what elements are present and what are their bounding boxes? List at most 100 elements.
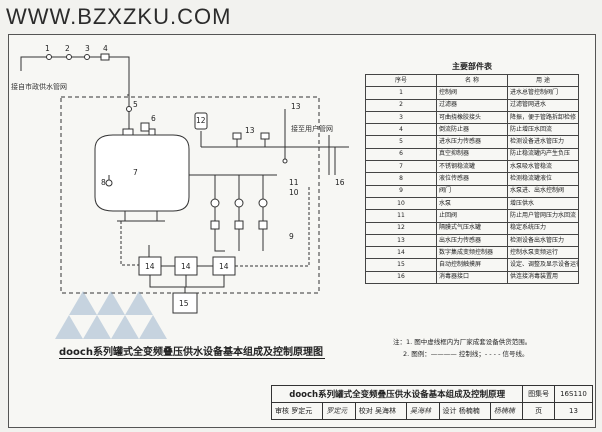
callout-3: 3 <box>85 44 90 53</box>
parts-table-title: 主要部件表 <box>452 62 492 71</box>
cell-use: 水泵吸水管稳流 <box>507 160 579 174</box>
cell-use: 设定、调整及显示设备运行参数 <box>507 258 579 272</box>
diagram-caption: dooch系列罐式全变频叠压供水设备基本组成及控制原理图 <box>59 347 323 358</box>
cell-no: 13 <box>365 233 437 248</box>
cell-use: 检测稳流罐液位 <box>507 172 579 186</box>
cell-use: 水泵进、出水控制阀 <box>507 184 579 198</box>
check-signature: 吴海林 <box>406 402 440 420</box>
user-label: 接至用户管网 <box>291 124 333 133</box>
cell-name: 数字集成变频控制器 <box>436 246 508 260</box>
callout-12: 12 <box>196 116 206 125</box>
page-label: 页 <box>522 402 555 420</box>
callout-1: 1 <box>45 44 50 53</box>
cell-name: 真空抑制器 <box>436 147 508 162</box>
cell-no: 2 <box>365 98 437 112</box>
cell-no: 12 <box>365 221 437 235</box>
page-number: 13 <box>553 402 594 420</box>
schematic-diagram: 接自市政供水管网 接至用户管网 1 2 3 4 5 6 7 8 9 10 11 … <box>11 44 349 314</box>
cell-use: 防止增压水回流 <box>507 123 579 137</box>
callout-6: 6 <box>151 114 156 123</box>
callout-13b: 13 <box>291 102 301 111</box>
callout-16: 16 <box>335 178 345 187</box>
control-box-14c: 14 <box>219 262 229 271</box>
atlas-number: 16S110 <box>553 385 594 403</box>
cell-use: 防止用户管网压力水回流 <box>507 209 579 223</box>
callout-4: 4 <box>103 44 108 53</box>
cell-name: 出水压力传感器 <box>436 233 508 248</box>
cell-name: 倒流防止器 <box>436 123 508 137</box>
drawing-sheet: 接自市政供水管网 接至用户管网 1 2 3 4 5 6 7 8 9 10 11 … <box>8 34 596 428</box>
note-2: 2. 图例：———— 控制线；- - - - 信号线。 <box>403 350 529 358</box>
cell-use: 供连接消毒装置用 <box>507 270 579 285</box>
cell-name: 进水压力传感器 <box>436 135 508 149</box>
callout-10: 10 <box>289 188 299 197</box>
cell-use: 控制水泵变频运行 <box>507 246 579 260</box>
cell-no: 15 <box>365 258 437 272</box>
cell-use: 检测设备出水管压力 <box>507 233 579 248</box>
cell-no: 11 <box>365 209 437 223</box>
cell-no: 5 <box>365 135 437 149</box>
header-name: 名 称 <box>436 73 508 88</box>
cell-use: 过滤管网进水 <box>507 98 579 112</box>
callout-5: 5 <box>133 100 138 109</box>
review-signature: 罗定元 <box>322 402 356 420</box>
cell-no: 3 <box>365 110 437 125</box>
callout-11: 11 <box>289 178 299 187</box>
cell-name: 可曲挠橡胶接头 <box>436 110 508 125</box>
cell-use: 进水总管控制阀门 <box>507 86 579 100</box>
callout-7: 7 <box>133 168 138 177</box>
cell-no: 10 <box>365 196 437 211</box>
cell-no: 16 <box>365 270 437 285</box>
cell-use: 降振，便于管路拆卸检修 <box>507 110 579 125</box>
cell-no: 9 <box>365 184 437 198</box>
cell-no: 4 <box>365 123 437 137</box>
cell-name: 止回阀 <box>436 209 508 223</box>
check-label: 校对 吴海林 <box>354 402 408 420</box>
cell-name: 控制阀 <box>436 86 508 100</box>
cell-use: 防止稳流罐内产生负压 <box>507 147 579 162</box>
cell-name: 不锈钢稳流罐 <box>436 160 508 174</box>
cell-no: 1 <box>365 86 437 100</box>
control-box-14b: 14 <box>181 262 191 271</box>
cell-no: 6 <box>365 147 437 162</box>
callout-9: 9 <box>289 232 294 241</box>
cell-name: 水泵 <box>436 196 508 211</box>
cell-no: 7 <box>365 160 437 174</box>
callout-13: 13 <box>245 126 255 135</box>
cell-name: 液位传感器 <box>436 172 508 186</box>
logo-watermark-triangles <box>55 291 167 339</box>
supply-label: 接自市政供水管网 <box>11 82 67 91</box>
header-use: 用 途 <box>507 73 579 88</box>
title-block-title: dooch系列罐式全变频叠压供水设备基本组成及控制原理 <box>270 385 524 403</box>
cell-name: 阀门 <box>436 184 508 198</box>
cell-name: 消毒器接口 <box>436 270 508 285</box>
cell-use: 检测设备进水管压力 <box>507 135 579 149</box>
cell-no: 8 <box>365 172 437 186</box>
atlas-label: 图集号 <box>522 385 555 403</box>
review-label: 审核 罗定元 <box>270 402 324 420</box>
caption-underline <box>59 358 325 359</box>
notes: 注：1. 图中虚线框内为厂家成套设备供货范围。 2. 图例：———— 控制线；-… <box>393 336 531 360</box>
cell-name: 隔膜式气压水罐 <box>436 221 508 235</box>
callout-2: 2 <box>65 44 70 53</box>
control-box-14a: 14 <box>145 262 155 271</box>
callout-8: 8 <box>101 178 106 187</box>
